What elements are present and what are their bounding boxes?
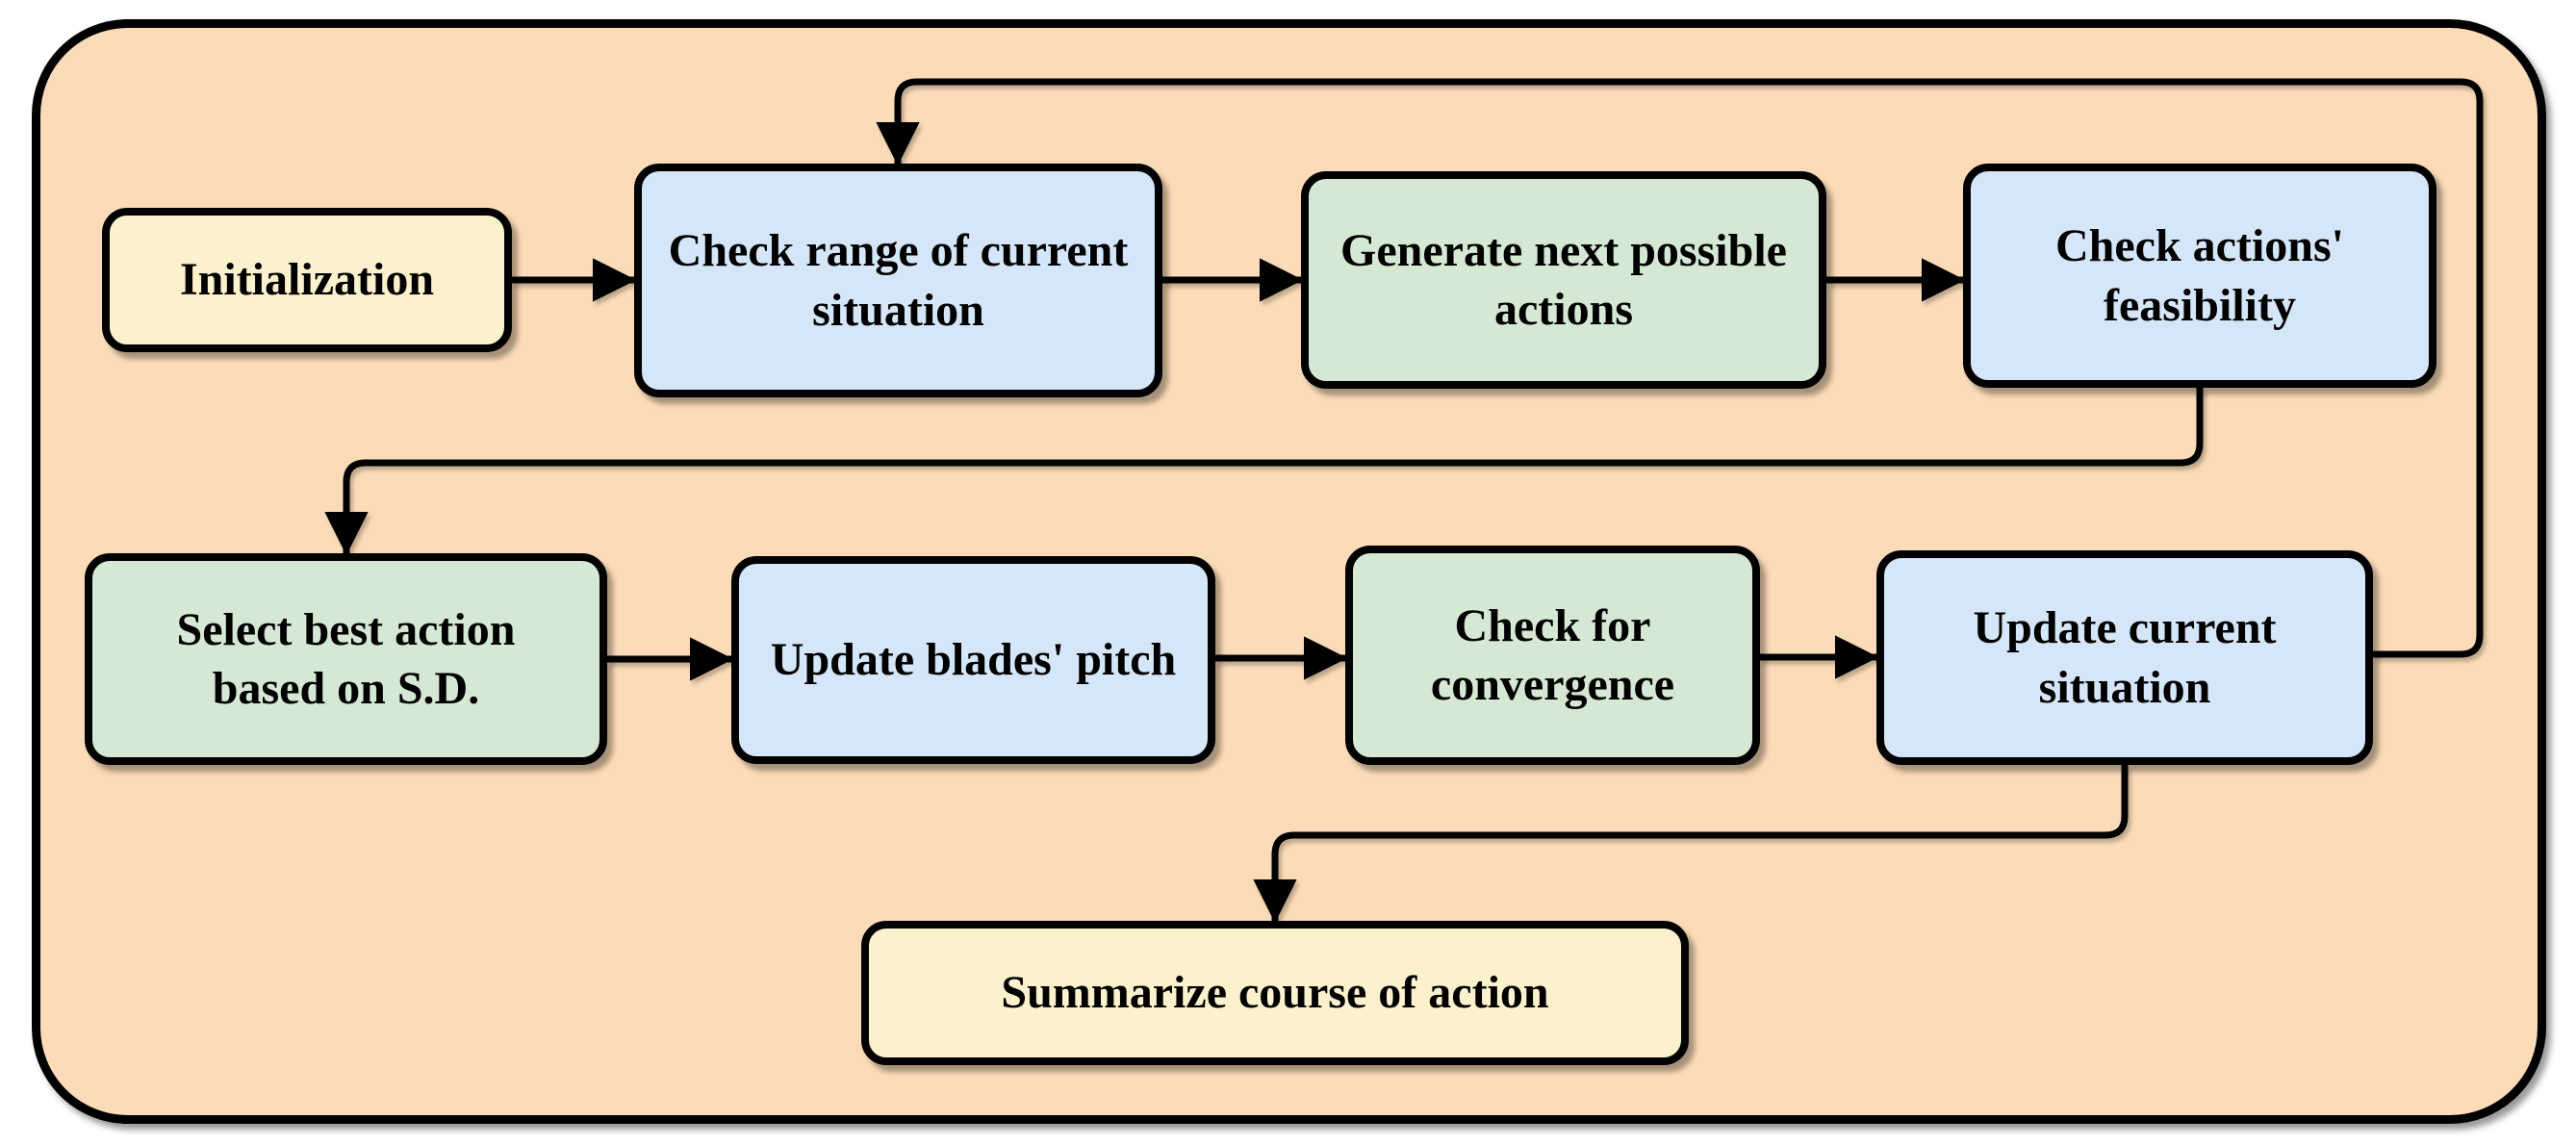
node-generate-next-actions: Generate next possible actions [1301, 171, 1826, 389]
node-check-range: Check range of current situation [634, 164, 1162, 397]
node-update-current-situation: Update current situation [1876, 550, 2373, 765]
node-check-feasibility: Check actions' feasibility [1963, 164, 2436, 388]
node-check-convergence: Check for convergence [1345, 546, 1760, 765]
node-summarize-course-of-action: Summarize course of action [861, 921, 1689, 1065]
edge-feasibility-to-select-best [324, 388, 2204, 556]
edge-update-situation-to-check-range-feedback [876, 78, 2484, 658]
node-select-best-action: Select best action based on S.D. [85, 553, 607, 765]
node-update-blades-pitch: Update blades' pitch [731, 556, 1215, 764]
node-initialization: Initialization [102, 208, 512, 352]
edge-update-situation-to-summarize [1253, 765, 2129, 924]
